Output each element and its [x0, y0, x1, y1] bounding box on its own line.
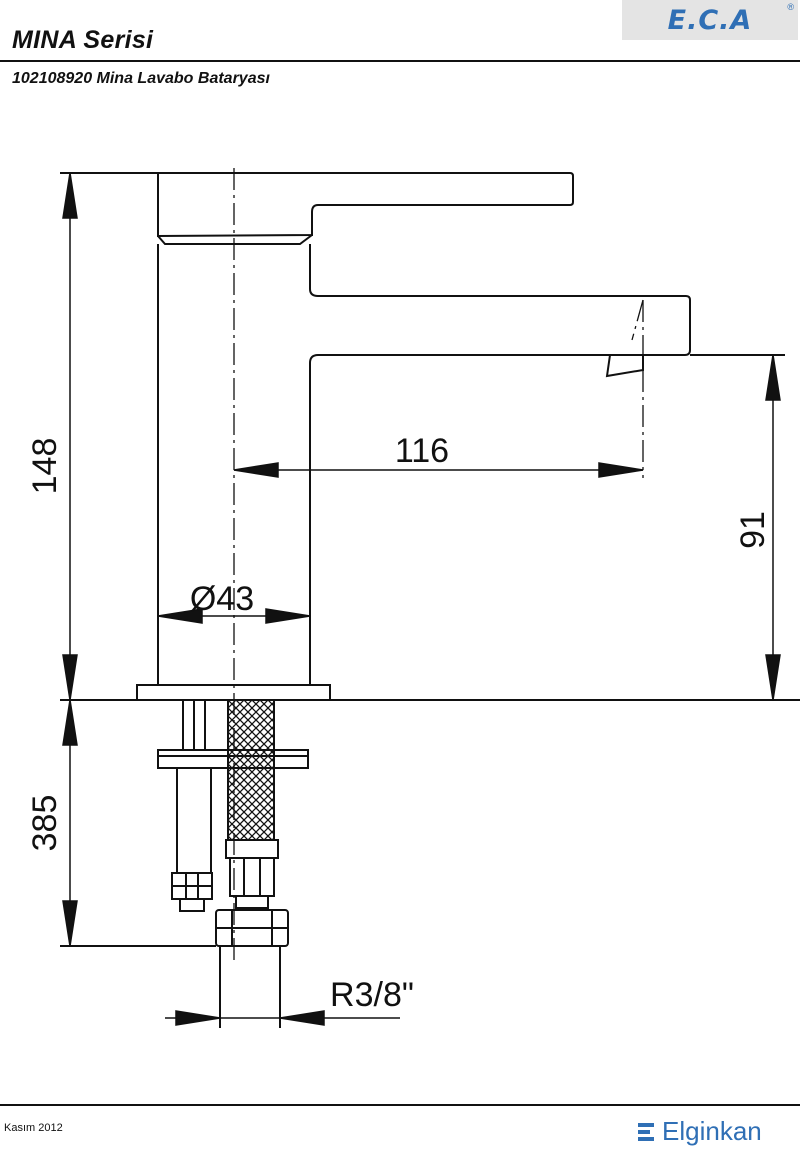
product-title: 102108920 Mina Lavabo Bataryası — [12, 70, 270, 87]
footer-date: Kasım 2012 — [4, 1122, 63, 1134]
elginkan-text: Elginkan — [662, 1116, 762, 1146]
series-title: MINA Serisi — [12, 26, 154, 54]
aerator — [605, 354, 644, 378]
registered-mark: ® — [787, 2, 794, 12]
eca-logo-text: E.C.A — [667, 4, 753, 36]
dim-body-diameter: Ø43 — [190, 580, 254, 618]
dim-spout-length: 116 — [395, 432, 449, 470]
handle — [157, 172, 574, 238]
dim-spout-height: 91 — [734, 511, 772, 549]
dimension-lines — [62, 172, 781, 1026]
handle-base — [157, 234, 313, 245]
footer-rule — [0, 1104, 800, 1106]
header-rule — [0, 60, 800, 62]
dim-hose-length: 385 — [26, 795, 64, 852]
center-lines — [233, 168, 644, 960]
mounting-parts — [60, 699, 309, 1028]
eca-logo: E.C.A ® — [622, 0, 798, 40]
flexible-hose — [227, 699, 275, 841]
body-spout — [157, 244, 691, 685]
elginkan-e-icon — [638, 1122, 654, 1141]
elginkan-logo: Elginkan — [636, 1116, 762, 1147]
dim-connection: R3/8" — [330, 976, 414, 1014]
dim-height-total: 148 — [26, 438, 64, 495]
